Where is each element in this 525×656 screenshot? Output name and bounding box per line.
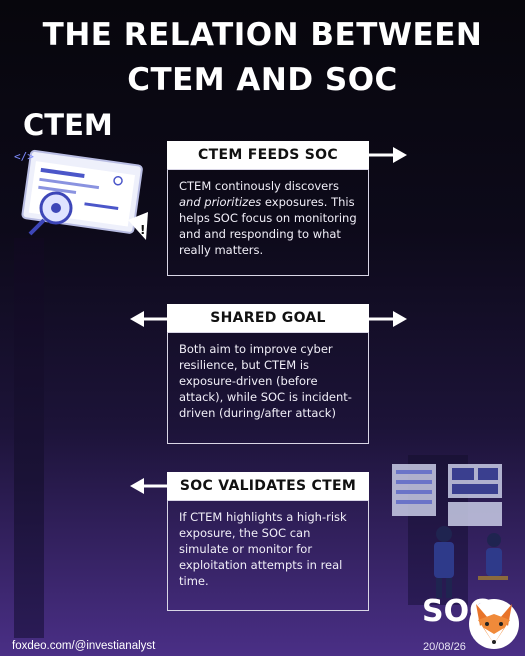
ctem-pillar [14, 238, 44, 638]
laptop-scan-icon: </> ! [14, 149, 148, 240]
shared-goal-text: Both aim to improve cyber resilience, bu… [167, 332, 369, 444]
arrow-right-icon [369, 311, 407, 327]
soc-monitoring-icon [392, 464, 508, 598]
ctem-feeds-soc-text: CTEM continously discovers and prioritiz… [167, 169, 369, 276]
watermark-text: foxdeo.com/@investianalyst [12, 640, 156, 652]
page-title-line2: CTEM AND SOC [127, 62, 398, 98]
arrow-left-icon [130, 478, 168, 494]
body-text-1a: CTEM continously discovers [179, 179, 339, 193]
fox-logo-icon [469, 599, 519, 649]
date-text: 20/08/26 [423, 641, 466, 653]
svg-text:!: ! [140, 223, 145, 237]
ctem-label: CTEM [23, 108, 113, 142]
body-text-1c: exposures. This helps SOC focus on monit… [179, 195, 357, 257]
soc-validates-ctem-header: SOC VALIDATES CTEM [167, 472, 369, 500]
arrow-left-icon [130, 311, 168, 327]
page-title-line1: THE RELATION BETWEEN [42, 17, 483, 53]
shared-goal-header: SHARED GOAL [167, 304, 369, 332]
svg-text:</>: </> [14, 150, 34, 163]
soc-validates-ctem-text: If CTEM highlights a high-risk exposure,… [167, 500, 369, 611]
ctem-feeds-soc-header: CTEM FEEDS SOC [167, 141, 369, 169]
arrow-right-icon [369, 147, 407, 163]
body-text-1b: and prioritizes [179, 195, 262, 209]
